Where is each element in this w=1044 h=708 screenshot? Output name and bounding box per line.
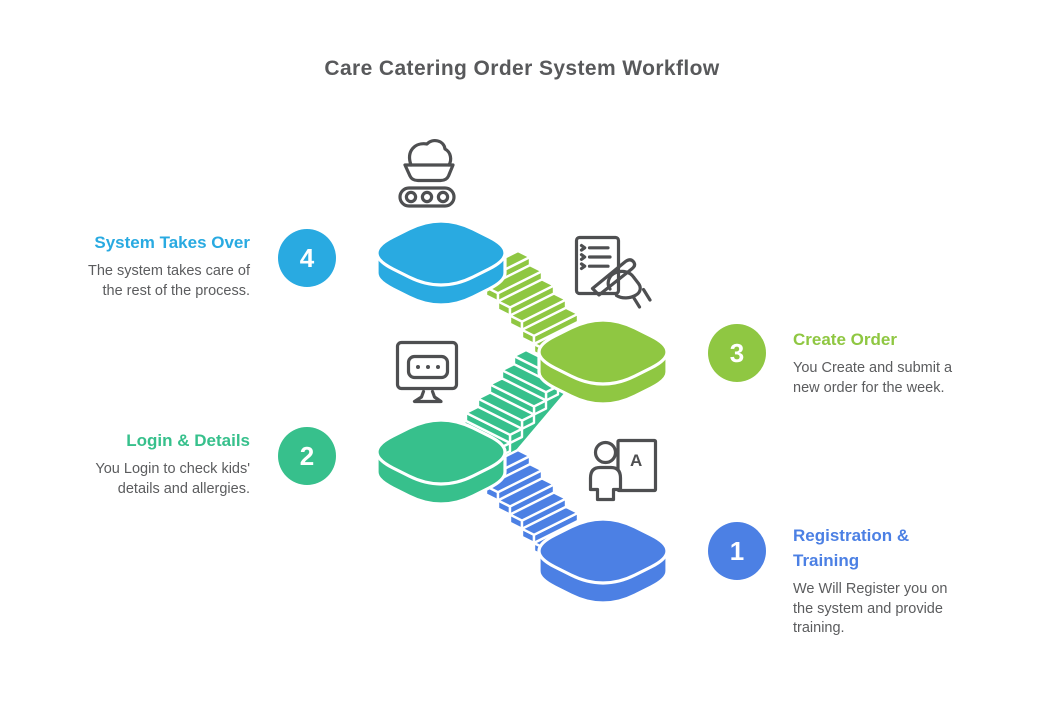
step-1-description: We Will Register you on the system and p… bbox=[793, 581, 948, 636]
step-2-title: Login & Details bbox=[126, 431, 250, 450]
step-3-number-badge: 3 bbox=[708, 324, 766, 382]
step-3-description: You Create and submit a new order for th… bbox=[793, 360, 953, 396]
page-title: Care Catering Order System Workflow bbox=[324, 57, 720, 80]
staircase-platforms bbox=[375, 219, 669, 605]
step-1-number-badge: 1 bbox=[708, 522, 766, 580]
step-1-block: Registration & Training We Will Register… bbox=[793, 523, 983, 639]
step-4-description: The system takes care of the rest of the… bbox=[88, 263, 250, 299]
monitor-login-icon bbox=[395, 340, 459, 404]
step-3-title: Create Order bbox=[793, 330, 897, 349]
step-4-number-badge: 4 bbox=[278, 229, 336, 287]
step-1-number: 1 bbox=[729, 535, 745, 566]
step-1-title: Registration & Training bbox=[793, 526, 910, 570]
step-3-number: 3 bbox=[729, 337, 745, 368]
step-2-block: Login & Details You Login to check kids'… bbox=[58, 428, 250, 499]
order-form-icon bbox=[574, 235, 652, 309]
board-letter-a: A bbox=[630, 451, 642, 470]
trainer-board-icon: A bbox=[588, 438, 658, 502]
step-4-number: 4 bbox=[299, 242, 315, 273]
step-4-block: System Takes Over The system takes care … bbox=[58, 230, 250, 301]
step-4-title: System Takes Over bbox=[94, 233, 250, 252]
step-3-block: Create Order You Create and submit a new… bbox=[793, 327, 998, 398]
step-2-description: You Login to check kids' details and all… bbox=[95, 461, 250, 497]
catering-conveyor-icon bbox=[398, 138, 456, 208]
step-2-number: 2 bbox=[299, 440, 315, 471]
workflow-staircase-graphic: A bbox=[375, 138, 669, 605]
step-2-number-badge: 2 bbox=[278, 427, 336, 485]
